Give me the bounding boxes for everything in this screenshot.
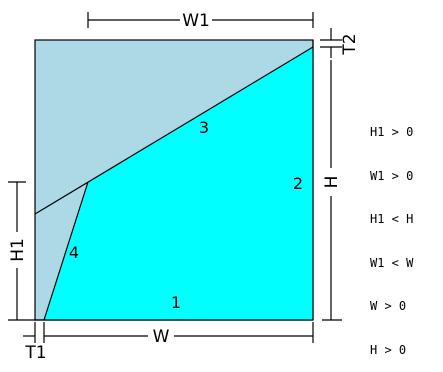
edge-3-line (34, 46, 314, 215)
h-label: H (322, 176, 342, 189)
edge-4-label: 4 (69, 243, 79, 262)
h-dimension (322, 60, 342, 321)
t2-label: T2 (340, 33, 360, 55)
shape-diagram: W1 T2 H H1 W T1 1 2 3 4 (8, 11, 360, 363)
constraint-item: W1 > 0 (370, 168, 414, 183)
t1-label: T1 (24, 343, 46, 363)
constraint-item: H1 < H (370, 212, 414, 226)
constraints-list: H1 > 0 W1 > 0 H1 < H W1 < W W > 0 H > 0 (370, 96, 413, 372)
edge-3-label: 3 (199, 118, 209, 137)
constraint-item: H1 > 0 (370, 125, 414, 139)
w-dimension (43, 322, 314, 343)
t1-dimension (23, 322, 36, 343)
edge-2-label: 2 (293, 174, 303, 193)
edge-4-line (43, 181, 89, 321)
constraint-item: W > 0 (370, 299, 407, 313)
h1-label: H1 (8, 238, 28, 262)
constraint-item: W1 < W (370, 255, 414, 270)
w1-label: W1 (182, 11, 210, 31)
lower-region (44, 47, 313, 320)
edge-1-label: 1 (171, 293, 181, 312)
h1-dimension (8, 181, 36, 321)
t2-dimension (320, 28, 342, 58)
w1-dimension (87, 12, 314, 28)
w-label: W (153, 327, 170, 347)
constraint-item: H > 0 (370, 342, 407, 357)
